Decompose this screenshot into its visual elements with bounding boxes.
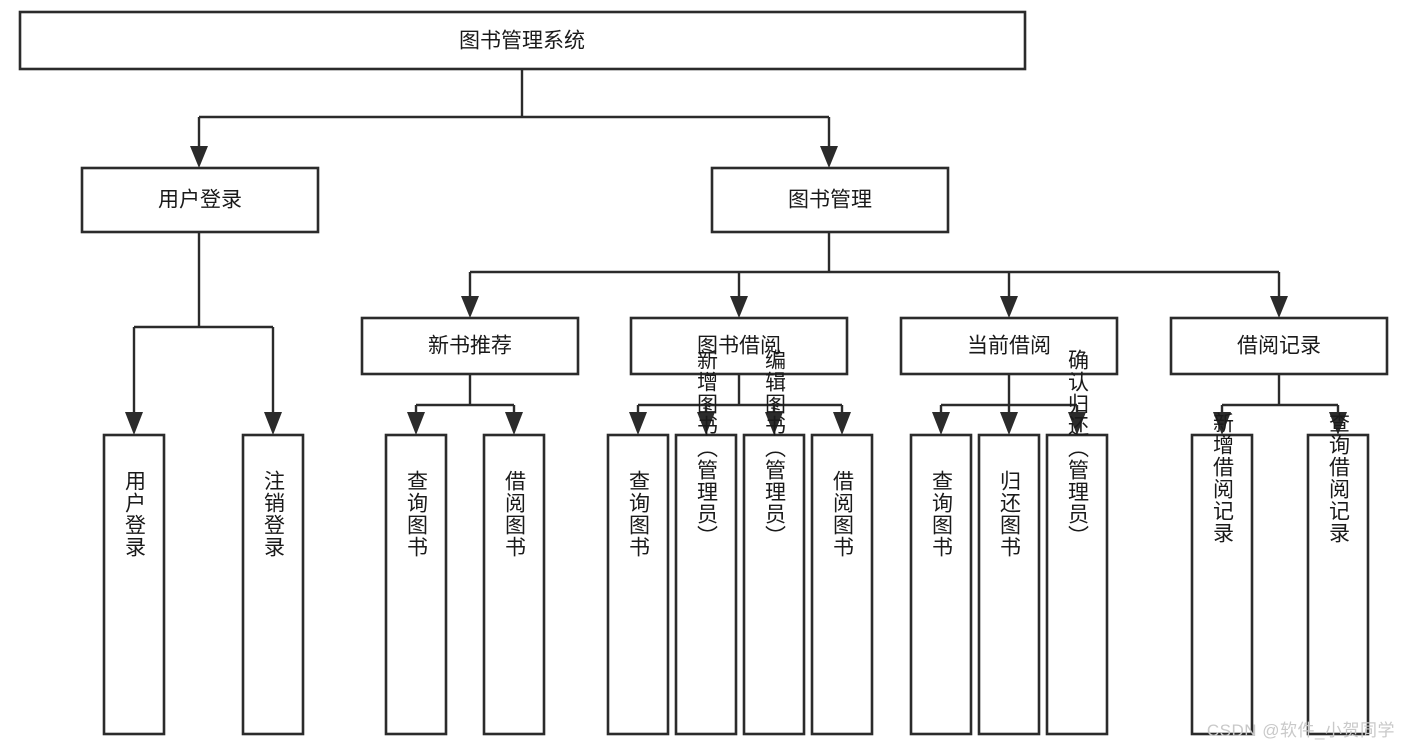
arrowhead-leaf-confirm-return — [1068, 412, 1086, 435]
node-leaf-add-book-label: 新增图书（管理员） — [695, 349, 719, 547]
node-book-borrow[interactable]: 图书借阅 — [629, 316, 849, 376]
node-leaf-return-book[interactable]: 归还图书 — [977, 433, 1041, 736]
node-leaf-logout-login-box[interactable] — [241, 433, 305, 736]
arrowhead-leaf-return-book — [1000, 412, 1018, 435]
arrowhead-current-borrow — [1000, 296, 1018, 318]
arrowhead-leaf-edit-book — [765, 412, 783, 435]
arrowhead-leaf-add-borrow-record — [1213, 412, 1231, 435]
node-current-borrow-label: 当前借阅 — [967, 335, 1051, 358]
arrowhead-leaf-borrow-book-1 — [505, 412, 523, 435]
node-leaf-edit-book-label: 编辑图书（管理员） — [763, 349, 787, 547]
node-leaf-query-borrow-record-box[interactable] — [1306, 433, 1370, 736]
node-leaf-query-book-1-box[interactable] — [384, 433, 448, 736]
arrowhead-leaf-user-login — [125, 412, 143, 435]
node-leaf-query-book-2[interactable]: 查询图书 — [606, 433, 670, 736]
node-book-manage-label: 图书管理 — [788, 189, 872, 212]
arrowhead-new-book-recommend — [461, 296, 479, 318]
connector-layer — [125, 69, 1347, 435]
node-leaf-edit-book[interactable]: 编辑图书（管理员） — [742, 349, 806, 736]
node-leaf-query-book-3[interactable]: 查询图书 — [909, 433, 973, 736]
node-leaf-logout-login-label: 注销登录 — [262, 470, 286, 558]
node-book-manage-box[interactable] — [710, 166, 950, 234]
node-leaf-borrow-book-2[interactable]: 借阅图书 — [810, 433, 874, 736]
node-current-borrow-box[interactable] — [899, 316, 1119, 376]
arrowhead-leaf-logout-login — [264, 412, 282, 435]
node-leaf-query-book-2-label: 查询图书 — [627, 470, 651, 558]
node-leaf-user-login-label: 用户登录 — [123, 470, 147, 558]
node-user-login-label: 用户登录 — [158, 189, 242, 212]
node-leaf-query-book-3-label: 查询图书 — [930, 470, 954, 558]
node-leaf-borrow-book-2-label: 借阅图书 — [831, 470, 855, 558]
node-user-login-box[interactable] — [80, 166, 320, 234]
node-new-book-recommend-label: 新书推荐 — [428, 335, 512, 358]
arrowhead-book-manage — [820, 146, 838, 168]
arrowhead-leaf-query-book-1 — [407, 412, 425, 435]
arrowhead-user-login — [190, 146, 208, 168]
node-leaf-add-book-box[interactable] — [674, 433, 738, 736]
node-leaf-add-book[interactable]: 新增图书（管理员） — [674, 349, 738, 736]
arrowhead-borrow-record — [1270, 296, 1288, 318]
node-leaf-user-login-box[interactable] — [102, 433, 166, 736]
node-book-manage[interactable]: 图书管理 — [710, 166, 950, 234]
node-root-box[interactable] — [18, 10, 1027, 71]
node-leaf-query-book-2-box[interactable] — [606, 433, 670, 736]
node-leaf-confirm-return-box[interactable] — [1045, 433, 1109, 736]
node-leaf-query-borrow-record-label: 查询借阅记录 — [1327, 412, 1351, 544]
node-new-book-recommend[interactable]: 新书推荐 — [360, 316, 580, 376]
node-leaf-query-book-1[interactable]: 查询图书 — [384, 433, 448, 736]
node-leaf-return-book-box[interactable] — [977, 433, 1041, 736]
node-leaf-borrow-book-1-box[interactable] — [482, 433, 546, 736]
node-leaf-edit-book-box[interactable] — [742, 433, 806, 736]
node-leaf-borrow-book-2-box[interactable] — [810, 433, 874, 736]
arrowhead-book-borrow — [730, 296, 748, 318]
node-leaf-user-login[interactable]: 用户登录 — [102, 433, 166, 736]
node-leaf-add-borrow-record-box[interactable] — [1190, 433, 1254, 736]
node-leaf-borrow-book-1-label: 借阅图书 — [503, 470, 527, 558]
node-book-borrow-box[interactable] — [629, 316, 849, 376]
arrowhead-leaf-query-book-2 — [629, 412, 647, 435]
arrowhead-leaf-add-book — [697, 412, 715, 435]
arrowhead-leaf-query-borrow-record — [1329, 412, 1347, 435]
node-leaf-logout-login[interactable]: 注销登录 — [241, 433, 305, 736]
node-leaf-confirm-return-label: 确认归还（管理员） — [1066, 349, 1090, 547]
node-new-book-recommend-box[interactable] — [360, 316, 580, 376]
node-leaf-query-book-3-box[interactable] — [909, 433, 973, 736]
node-leaf-confirm-return[interactable]: 确认归还（管理员） — [1045, 349, 1109, 736]
node-leaf-add-borrow-record-label: 新增借阅记录 — [1211, 412, 1235, 544]
node-root[interactable]: 图书管理系统 — [18, 10, 1027, 71]
node-root-label: 图书管理系统 — [459, 30, 585, 53]
node-borrow-record[interactable]: 借阅记录 — [1169, 316, 1389, 376]
arrowhead-leaf-query-book-3 — [932, 412, 950, 435]
arrowhead-leaf-borrow-book-2 — [833, 412, 851, 435]
node-leaf-borrow-book-1[interactable]: 借阅图书 — [482, 433, 546, 736]
node-leaf-query-book-1-label: 查询图书 — [405, 470, 429, 558]
node-user-login[interactable]: 用户登录 — [80, 166, 320, 234]
node-book-borrow-label: 图书借阅 — [697, 335, 781, 358]
node-borrow-record-box[interactable] — [1169, 316, 1389, 376]
node-leaf-return-book-label: 归还图书 — [998, 470, 1022, 558]
node-current-borrow[interactable]: 当前借阅 — [899, 316, 1119, 376]
node-leaf-add-borrow-record[interactable]: 新增借阅记录 — [1190, 412, 1254, 736]
node-leaf-query-borrow-record[interactable]: 查询借阅记录 — [1306, 412, 1370, 736]
node-borrow-record-label: 借阅记录 — [1237, 335, 1321, 358]
